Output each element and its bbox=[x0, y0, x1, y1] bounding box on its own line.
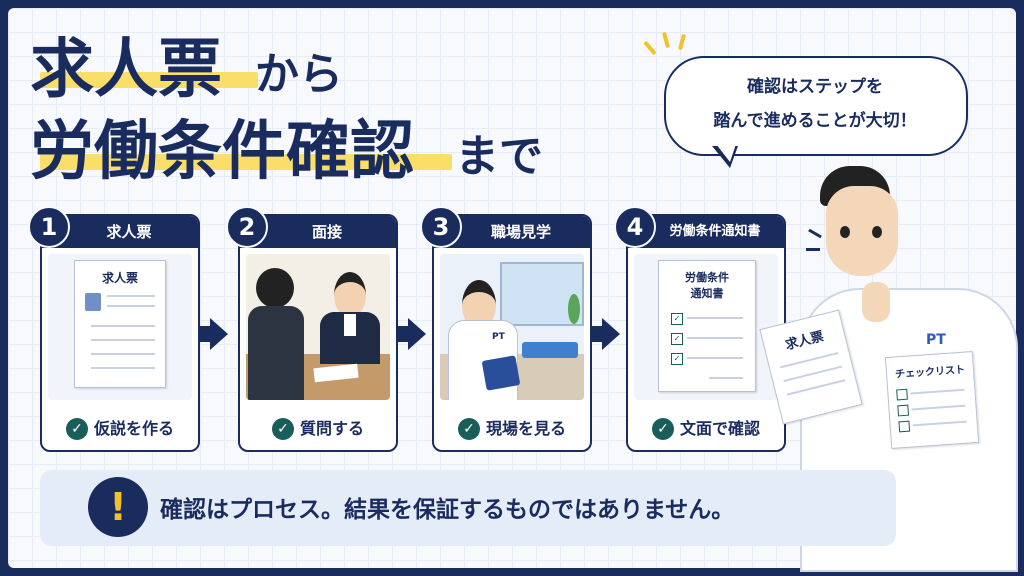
text-line bbox=[107, 295, 155, 297]
document-title-line2: 通知書 bbox=[690, 287, 724, 300]
step-caption-text: 現場を見る bbox=[485, 418, 566, 438]
held-checklist: チェックリスト bbox=[884, 351, 980, 449]
text-line bbox=[786, 379, 846, 396]
arrow-right-icon bbox=[408, 318, 426, 350]
check-icon: ✓ bbox=[651, 418, 674, 440]
clipboard bbox=[481, 355, 521, 391]
building-icon bbox=[85, 293, 101, 311]
checkbox-icon: ✓ bbox=[671, 313, 683, 325]
step-number-2: 2 bbox=[226, 206, 268, 248]
character-eye bbox=[840, 226, 850, 238]
check-icon: ✓ bbox=[457, 418, 480, 440]
text-line bbox=[779, 351, 839, 369]
arrow-right-icon bbox=[396, 326, 410, 342]
arrow-right-icon bbox=[198, 326, 212, 342]
step-number-1: 1 bbox=[28, 206, 70, 248]
speech-bubble-line1: 確認はステップを bbox=[747, 77, 883, 97]
step-card-1: 求人票 求人票 ✓仮説を作る bbox=[40, 214, 200, 452]
notice-document: 労働条件 通知書 ✓ ✓ ✓ bbox=[658, 260, 756, 392]
text-line bbox=[687, 337, 743, 339]
disclaimer-box bbox=[40, 470, 896, 546]
text-line bbox=[687, 317, 743, 319]
arrow-right-icon bbox=[210, 318, 228, 350]
interviewer-head bbox=[334, 272, 366, 318]
step-caption-4: ✓文面で確認 bbox=[628, 415, 784, 440]
exclamation-icon: ! bbox=[109, 485, 127, 529]
notice-document-illustration: 労働条件 通知書 ✓ ✓ ✓ bbox=[634, 254, 778, 400]
document-title-line1: 労働条件 bbox=[685, 271, 729, 284]
text-line bbox=[107, 305, 155, 307]
pt-badge: PT bbox=[492, 332, 505, 342]
checkbox-icon bbox=[896, 388, 908, 401]
checklist-title: チェックリスト bbox=[894, 364, 966, 381]
shirt-badge: PT bbox=[926, 332, 946, 348]
checkbox-icon bbox=[898, 420, 911, 433]
step-card-4: 労働条件通知書 労働条件 通知書 ✓ ✓ ✓ ✓文面で確認 bbox=[626, 214, 786, 452]
text-line bbox=[687, 357, 743, 359]
signature-line bbox=[709, 377, 743, 379]
character-hand bbox=[862, 282, 890, 322]
step-caption-1: ✓仮説を作る bbox=[42, 415, 198, 440]
interviewee-body bbox=[248, 306, 304, 400]
step-number-4: 4 bbox=[614, 206, 656, 248]
title-line1-main: 求人票 bbox=[30, 33, 222, 107]
check-icon: ✓ bbox=[271, 418, 294, 440]
warning-icon bbox=[88, 477, 148, 537]
arrow-right-icon bbox=[602, 318, 620, 350]
plant bbox=[568, 294, 580, 324]
step-card-3: 職場見学 PT ✓現場を見る bbox=[432, 214, 592, 452]
title-line2-suffix: まで bbox=[455, 131, 543, 182]
title-highlight-2 bbox=[40, 154, 452, 170]
step-card-2: 面接 ✓質問する bbox=[238, 214, 398, 452]
title-highlight-1 bbox=[40, 72, 258, 88]
job-posting-illustration: 求人票 bbox=[48, 254, 192, 400]
text-line bbox=[91, 325, 155, 327]
text-line bbox=[91, 353, 155, 355]
thinking-mark bbox=[806, 248, 820, 251]
step-caption-text: 文面で確認 bbox=[679, 418, 760, 438]
character-face bbox=[826, 186, 898, 276]
disclaimer-text: 確認はプロセス。結果を保証するものではありません。 bbox=[160, 497, 735, 523]
speech-bubble bbox=[664, 56, 968, 156]
text-line bbox=[911, 404, 966, 411]
speech-bubble-line2: 踏んで進めることが大切！ bbox=[713, 111, 917, 131]
text-line bbox=[91, 367, 155, 369]
text-line bbox=[783, 365, 843, 383]
text-line bbox=[91, 339, 155, 341]
step-caption-3: ✓現場を見る bbox=[434, 415, 590, 440]
interviewee-head bbox=[256, 268, 294, 308]
text-line bbox=[912, 420, 967, 427]
workplace-tour-illustration: PT bbox=[440, 254, 584, 400]
checkbox-icon: ✓ bbox=[671, 333, 683, 345]
character-eye bbox=[872, 226, 882, 238]
interview-illustration bbox=[246, 254, 390, 400]
treatment-bed bbox=[522, 342, 578, 358]
step-number-3: 3 bbox=[420, 206, 462, 248]
shirt bbox=[344, 314, 356, 336]
step-caption-text: 質問する bbox=[299, 418, 364, 438]
job-posting-document: 求人票 bbox=[74, 260, 166, 388]
checkbox-icon: ✓ bbox=[671, 353, 683, 365]
speech-bubble-text: 確認はステップを 踏んで進めることが大切！ bbox=[670, 70, 960, 138]
title-line1-suffix: から bbox=[255, 49, 343, 100]
title-line2-main: 労働条件確認 bbox=[30, 115, 414, 189]
document-title: 求人票 bbox=[101, 271, 138, 285]
text-line bbox=[910, 388, 965, 395]
check-icon: ✓ bbox=[65, 418, 88, 440]
step-caption-2: ✓質問する bbox=[240, 415, 396, 440]
arrow-right-icon bbox=[590, 326, 604, 342]
checkbox-icon bbox=[897, 404, 910, 417]
step-caption-text: 仮説を作る bbox=[93, 418, 174, 438]
speech-bubble-tail-fill bbox=[716, 144, 736, 162]
